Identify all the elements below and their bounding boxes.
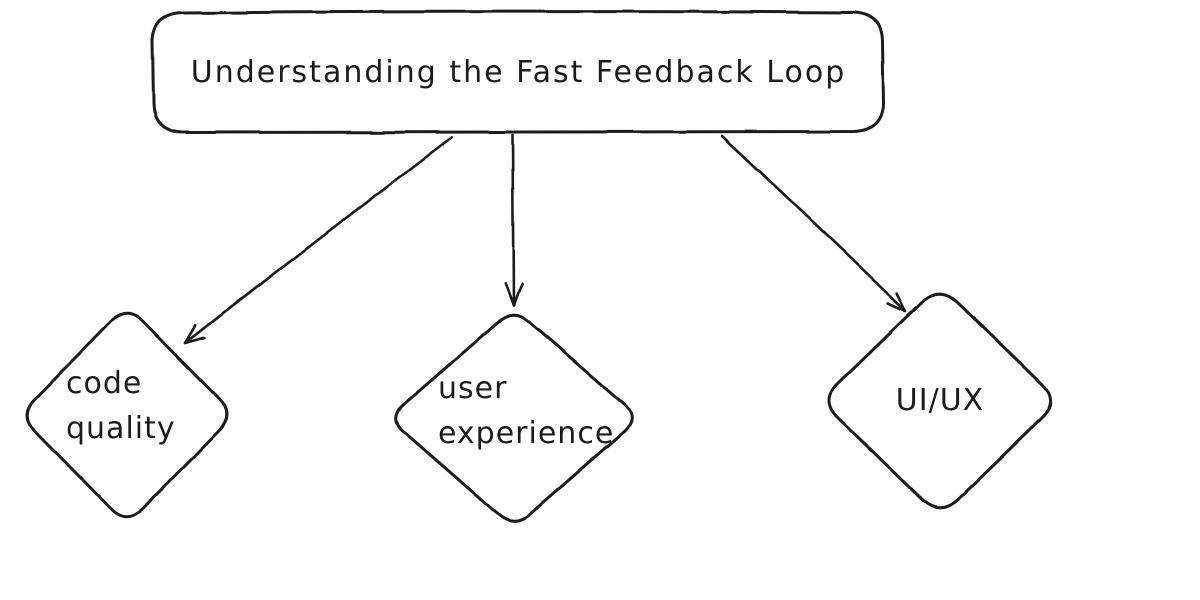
node-label-user-experience: user experience [438, 371, 615, 451]
arrow-to-user-experience [504, 133, 524, 307]
title-box [151, 10, 885, 135]
diamond-ui-ux [827, 292, 1053, 510]
title-label: Understanding the Fast Feedback Loop [190, 54, 847, 90]
arrow-to-code-quality [183, 135, 454, 345]
diamond-code-quality [25, 311, 229, 519]
diamond-user-experience [394, 313, 634, 523]
node-label-ui-ux: UI/UX [895, 383, 985, 418]
arrow-to-ui-ux [720, 134, 908, 313]
node-label-code-quality: code quality [66, 366, 176, 446]
